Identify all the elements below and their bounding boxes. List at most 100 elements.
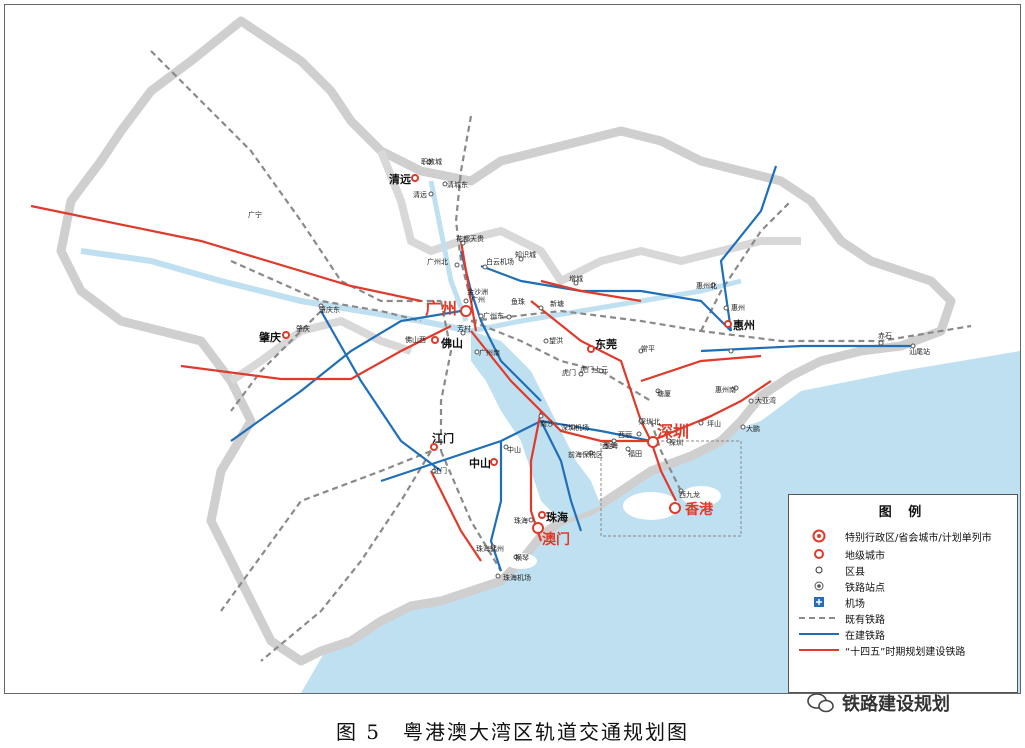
station-dot [513,554,519,560]
guangzhou-label: 广州 [425,299,457,318]
station-label: 中山 [507,445,521,454]
station-label: 惠州南 [715,385,736,394]
station-label: 清城东 [447,180,468,189]
macau-label: 澳门 [542,531,570,548]
station-dot [490,544,496,550]
station-label: 惠州北 [696,281,717,290]
gba-rail-map: 广州 深圳 香港 澳门 佛山 东莞 惠州 肇庆 江门 中山 珠海 清远 职教城 … [4,4,1021,694]
station-markers [318,159,916,579]
legend-item-existing: 既有铁路 [799,611,885,626]
station-label: 芳村 [457,324,471,333]
station-label: 江门 [433,466,447,475]
planned-line [30,204,422,303]
station-label: 西乡 [602,442,616,450]
inner-border [377,149,801,287]
legend-item-airport: 机场 [799,595,865,610]
station-dot [318,303,324,309]
planned-line [459,240,478,332]
city-markers [282,174,732,534]
zhuhai-label: 珠海 [546,510,568,524]
station-label: 广宁 [248,210,262,219]
legend-item-construction: 在建铁路 [799,627,885,642]
zhaoqing-marker [282,331,290,339]
station-label: 广州南 [479,348,500,357]
zhongshan-label: 中山 [469,456,491,470]
station-dot [478,313,484,319]
existing-line [470,319,652,402]
station-dot [431,468,437,474]
estuary [471,331,601,521]
station-dot [625,446,631,452]
open-circle-icon [815,566,823,574]
station-label: 南沙 [540,419,554,428]
station-dot [878,340,884,346]
station-dot [573,280,579,286]
legend-title: 图 例 [878,505,928,520]
station-dot [740,424,746,430]
construction-line [540,420,583,532]
station-dot [538,413,544,419]
station-dot [503,444,509,450]
existing-line [150,50,441,303]
guangzhou-marker [460,305,472,317]
construction-line [719,165,778,332]
station-dot [723,305,729,311]
station-dot [454,262,460,268]
station-dot [428,191,434,197]
construction-line [700,344,911,353]
station-dot [570,424,576,430]
station-label: 深圳机场 [561,423,589,432]
existing-line [230,310,322,412]
station-dot [598,368,604,374]
station-icon [814,581,824,591]
station-label: 汕尾站 [909,347,930,356]
construction-line [230,309,462,442]
island [505,553,537,569]
legend-label: 特别行政区/省会城市/计划单列市 [845,532,992,544]
station-dot [528,517,534,523]
existing-line [439,450,502,572]
land-area [56,16,956,666]
station-label: 白云机场 [486,257,514,266]
dongguan-label: 东莞 [595,337,617,351]
station-dot [733,385,739,391]
station-dot [482,264,488,270]
wechat-icon [807,693,834,713]
station-label: 新塘 [550,299,564,308]
legend-label: 在建铁路 [845,630,885,642]
construction-line [320,310,442,472]
foshan-label: 佛山 [440,336,463,350]
station-label: 虎门 [562,368,576,377]
station-label: 珠海鹤州 [476,544,504,553]
station-label: 广州东 [483,311,504,320]
station-dot [518,256,524,262]
macau-marker [532,522,544,534]
dongguan-marker [587,345,595,353]
station-dot [474,349,480,355]
figure-caption: 图 5 粤港澳大湾区轨道交通规划图 [335,720,690,744]
station-dot [748,398,754,404]
huizhou-label: 惠州 [733,318,755,332]
construction-line [480,264,732,332]
station-label: 深圳北 [639,417,660,426]
station-label: 广州 [471,295,485,304]
hongkong-marker [669,502,681,514]
shenzhen-marker [647,436,659,448]
station-label: 清远 [413,190,427,199]
planned-line [180,325,452,381]
station-label: 塘厦 [657,389,671,398]
existing-line [439,300,453,451]
zhuhai-marker [538,511,546,519]
station-label: 深圳 [669,438,683,447]
blue-line-icon [799,633,839,635]
planned-line [530,300,652,442]
station-dot [588,450,594,456]
jiangmen-marker [430,443,438,451]
station-label: 西九龙 [679,490,700,499]
map-legend: 图 例 特别行政区/省会城市/计划单列市 地级城市 区县 铁路站点 机场 既有铁… [788,494,1018,693]
station-label: 职教城 [421,157,442,166]
station-label: 金沙洲 [467,287,488,296]
qingyuan-label: 清远 [389,172,411,186]
existing-line [260,450,432,662]
red-circle-icon [814,549,824,559]
